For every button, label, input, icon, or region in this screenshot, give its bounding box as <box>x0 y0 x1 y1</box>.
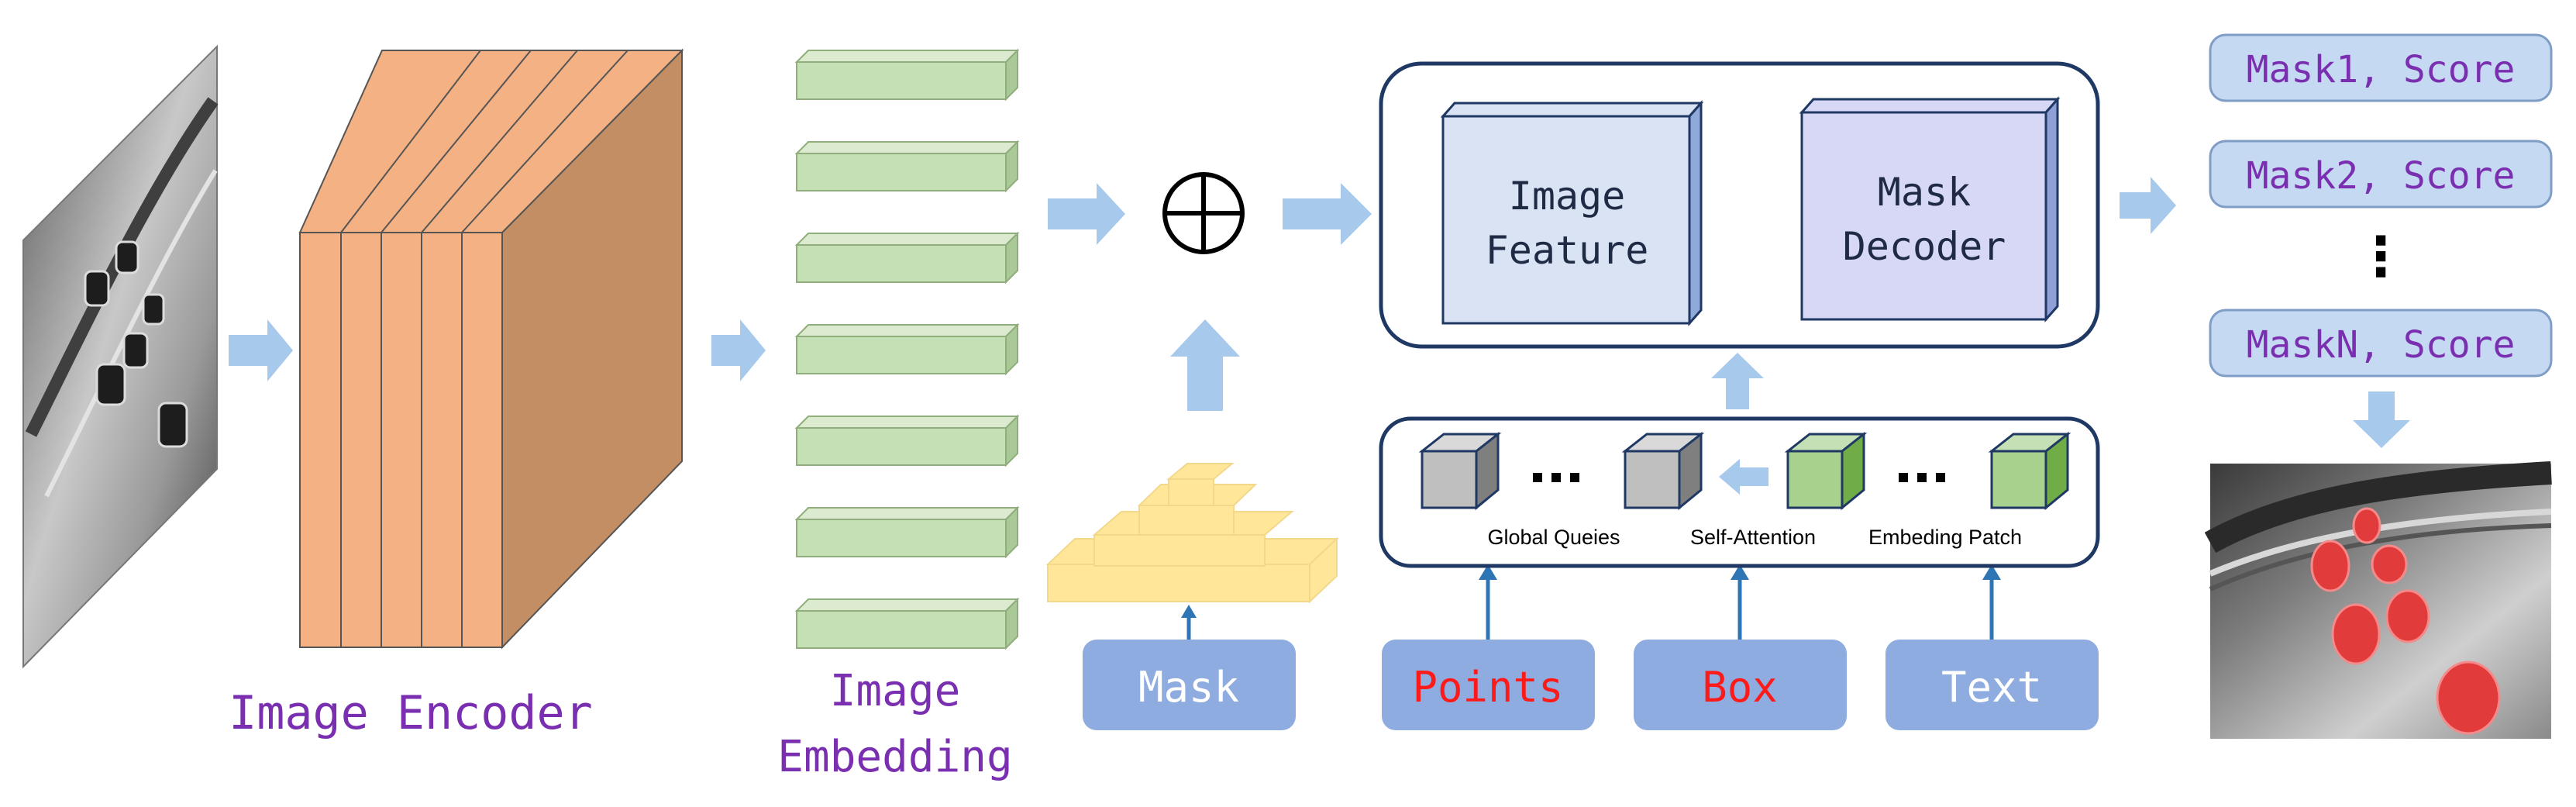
up-arrow-icon <box>1170 319 1240 411</box>
output-segmented-image <box>2204 461 2552 739</box>
right-arrow-icon <box>229 319 293 381</box>
box-prompt-box: Box <box>1634 640 1847 730</box>
ellipsis-dots <box>1533 473 1945 482</box>
down-arrow-icon <box>2353 391 2410 448</box>
image-feature-label-line2: Feature <box>1486 228 1649 273</box>
prompt-connector-arrows <box>1181 564 2001 640</box>
embedding-bar <box>794 322 1020 376</box>
token-panel: Global Queies Self-Attention Embeding Pa… <box>1379 416 2100 568</box>
decoder-panel: Image Feature Mask Decoder <box>1379 61 2100 349</box>
mask-pyramid-stack <box>1045 463 1339 604</box>
embedding-patch-cube <box>1784 431 1868 511</box>
image-encoder-label: Image Encoder <box>229 686 593 740</box>
mask-decoder-label-line1: Mask <box>1878 170 1971 215</box>
image-embedding-label-line1: Image <box>830 666 961 716</box>
global-queies-label: Global Queies <box>1487 526 1620 549</box>
image-feature-box: Image Feature <box>1440 100 1704 326</box>
embedding-bar <box>794 48 1020 102</box>
embedding-bar <box>794 597 1020 650</box>
global-query-cube <box>1418 431 1502 511</box>
vertical-ellipsis: ⋮ <box>2354 226 2408 287</box>
input-thermal-image <box>22 44 219 669</box>
self-attention-label: Self-Attention <box>1690 526 1816 549</box>
right-arrow-icon <box>1283 183 1372 245</box>
image-feature-label-line1: Image <box>1509 174 1626 219</box>
image-embedding-stack <box>794 48 1020 650</box>
right-arrow-icon <box>2120 177 2176 234</box>
embedding-bar <box>794 140 1020 193</box>
output-score-box: MaskN, Score <box>2209 309 2553 378</box>
image-embedding-label-line2: Embedding <box>777 732 1012 782</box>
box-prompt-label: Box <box>1702 663 1778 712</box>
mask-prompt-label: Mask <box>1138 663 1239 712</box>
circle-plus-icon <box>1162 172 1245 254</box>
text-prompt-label: Text <box>1941 663 2042 712</box>
output-score-label: MaskN, Score <box>2247 323 2516 367</box>
output-score-label: Mask2, Score <box>2247 154 2516 198</box>
text-prompt-box: Text <box>1886 640 2099 730</box>
embedding-bar <box>794 414 1020 467</box>
embedding-bar <box>794 505 1020 559</box>
mask-prompt-box: Mask <box>1083 640 1296 730</box>
mask-decoder-box: Mask Decoder <box>1799 96 2061 322</box>
output-score-box: Mask2, Score <box>2209 140 2553 209</box>
output-score-label: Mask1, Score <box>2247 48 2516 91</box>
global-query-cube <box>1621 431 1705 511</box>
embeding-patch-label: Embeding Patch <box>1868 526 2022 549</box>
embedding-bar <box>794 231 1020 285</box>
right-arrow-icon <box>1048 183 1125 245</box>
output-list: Mask1, Score Mask2, Score ⋮ MaskN, Score <box>2209 33 2553 378</box>
up-arrow-icon <box>1711 353 1764 409</box>
mask-decoder-label-line2: Decoder <box>1843 224 2006 269</box>
right-arrow-icon <box>711 319 766 381</box>
embedding-patch-cube <box>1988 431 2071 511</box>
output-score-box: Mask1, Score <box>2209 33 2553 102</box>
image-encoder-block <box>298 48 684 650</box>
points-prompt-box: Points <box>1382 640 1595 730</box>
left-arrow-icon <box>1719 459 1768 495</box>
points-prompt-label: Points <box>1412 663 1563 712</box>
